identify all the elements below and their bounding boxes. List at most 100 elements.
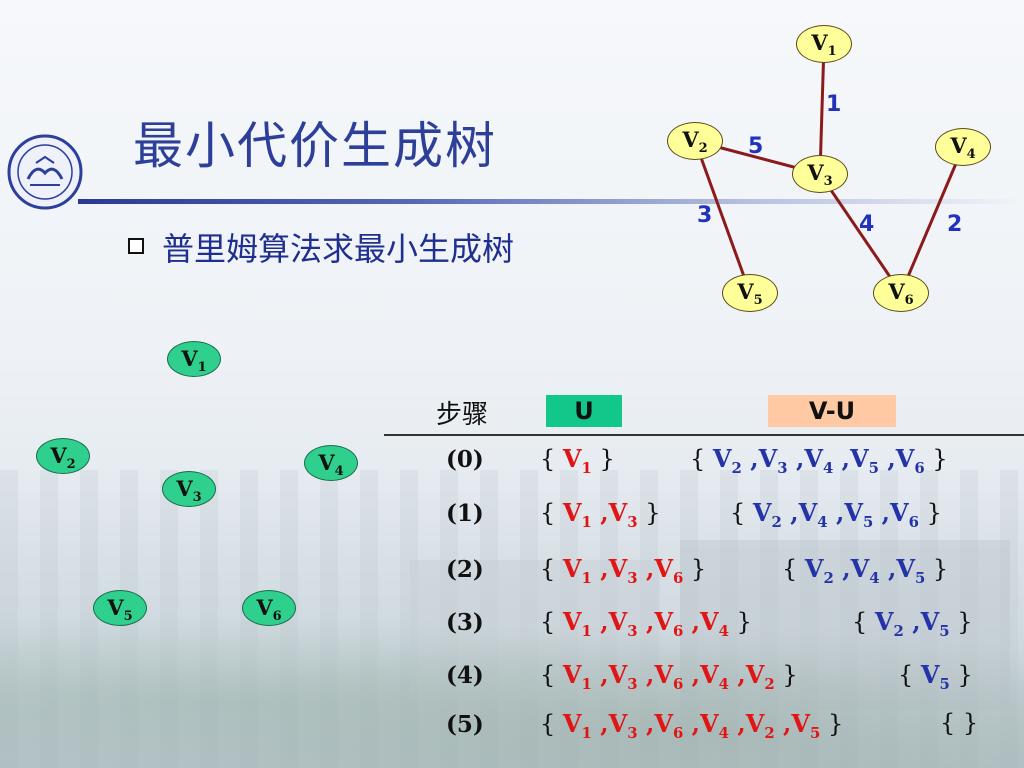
step-number: (5) (446, 711, 484, 738)
vertex-subscript: 5 (939, 674, 950, 693)
vertex-subscript: 4 (718, 723, 729, 742)
set-comma: , (683, 660, 701, 689)
step-number: (0) (446, 446, 484, 473)
set-vertex: V3 (609, 607, 638, 640)
set-vertex: V5 (921, 660, 950, 693)
edge-weight-label: 4 (859, 212, 875, 237)
work-node-v5: V5 (93, 590, 147, 626)
vertex-subscript: 3 (627, 674, 638, 693)
vertex-subscript: 4 (869, 568, 880, 587)
v-minus-u-set: { V2 ,V5 } (852, 607, 973, 640)
set-vertex: V1 (562, 444, 592, 477)
vertex-letter: V (700, 660, 719, 689)
vertex-subscript: 2 (823, 568, 834, 587)
vertex-letter: V (562, 498, 582, 527)
set-vertex: V4 (700, 709, 729, 742)
edge-weight-label: 5 (748, 134, 764, 159)
step-number: (4) (446, 662, 484, 689)
set-vertex: V1 (562, 709, 592, 742)
table-row: (3){ V1 ,V3 ,V6 ,V4 }{ V2 ,V5 } (0, 607, 1024, 649)
vertex-letter: V (850, 444, 869, 473)
work-node-v6: V6 (242, 590, 296, 626)
v-minus-u-set: { V5 } (898, 660, 973, 693)
vertex-letter: V (608, 709, 628, 738)
vertex-subscript: 5 (868, 458, 879, 477)
set-vertex: V1 (563, 554, 592, 587)
set-vertex: V5 (791, 709, 820, 742)
set-vertex: V3 (609, 660, 638, 693)
step-number: (1) (446, 500, 484, 527)
vertex-subscript: 6 (672, 621, 684, 640)
node-subscript: 1 (197, 360, 207, 376)
work-node-v3: V3 (162, 471, 216, 507)
vertex-subscript: 4 (817, 512, 828, 531)
vertex-subscript: 4 (822, 458, 834, 477)
vertex-subscript: 6 (914, 458, 925, 477)
brace-close: } (820, 710, 844, 738)
column-header-u: U (546, 395, 622, 427)
node-subscript: 5 (123, 609, 133, 625)
vertex-letter: V (562, 444, 582, 473)
set-vertex: V2 (746, 660, 775, 693)
vertex-subscript: 2 (771, 512, 782, 531)
brace-close: } (949, 608, 973, 636)
vertex-letter: V (562, 709, 582, 738)
edge-v1-v3 (818, 43, 826, 175)
set-comma: , (591, 660, 609, 689)
step-number: (3) (446, 609, 484, 636)
vertex-subscript: 6 (672, 568, 684, 587)
vertex-subscript: 3 (627, 621, 638, 640)
vertex-subscript: 1 (581, 621, 592, 640)
vertex-letter: V (791, 709, 811, 738)
v-minus-u-set: { V2 ,V3 ,V4 ,V5 ,V6 } (690, 444, 948, 477)
set-comma: , (637, 709, 655, 738)
v-minus-u-set: { V2 ,V4 ,V5 ,V6 } (730, 498, 942, 531)
brace-close: } (925, 555, 949, 583)
set-vertex: V6 (654, 554, 683, 587)
brace-close: } (729, 608, 752, 636)
vertex-letter: V (700, 607, 719, 636)
node-subscript: 6 (904, 293, 914, 309)
tree-silhouette (0, 600, 1024, 768)
brace-close: } (637, 499, 661, 527)
node-subscript: 2 (66, 457, 76, 473)
set-vertex: V2 (746, 709, 775, 742)
vertex-subscript: 1 (581, 568, 592, 587)
node-subscript: 2 (698, 141, 708, 157)
example-node-v2: V2 (667, 122, 723, 160)
column-header-v-minus-u: V-U (768, 395, 896, 427)
vertex-subscript: 5 (810, 723, 821, 742)
vertex-letter: V (874, 607, 894, 636)
set-comma: , (781, 498, 799, 527)
vertex-subscript: 3 (777, 458, 788, 477)
set-vertex: V3 (608, 709, 638, 742)
set-vertex: V4 (851, 554, 880, 587)
set-vertex: V2 (713, 444, 742, 477)
set-vertex: V5 (921, 607, 950, 640)
set-comma: , (591, 709, 609, 738)
vertex-subscript: 5 (939, 621, 950, 640)
set-comma: , (637, 660, 655, 689)
v-minus-u-set: { V2 ,V4 ,V5 } (782, 554, 948, 587)
brace-open: { (540, 499, 563, 527)
brace-open: { (690, 445, 713, 473)
title-divider (78, 199, 1024, 204)
set-comma: , (903, 607, 921, 636)
set-vertex: V6 (890, 498, 919, 531)
set-vertex: V3 (609, 554, 638, 587)
vertex-subscript: 5 (914, 568, 926, 587)
brace-close: } (962, 709, 979, 737)
node-subscript: 4 (334, 464, 344, 480)
set-vertex: V4 (700, 660, 729, 693)
set-vertex: V6 (654, 709, 683, 742)
set-vertex: V3 (759, 444, 788, 477)
set-vertex: V5 (896, 554, 925, 587)
vertex-letter: V (700, 709, 719, 738)
set-comma: , (683, 607, 701, 636)
set-comma: , (879, 554, 897, 583)
set-comma: , (729, 709, 746, 738)
set-vertex: V5 (850, 444, 879, 477)
table-row: (1){ V1 ,V3 }{ V2 ,V4 ,V5 ,V6 } (0, 498, 1024, 540)
